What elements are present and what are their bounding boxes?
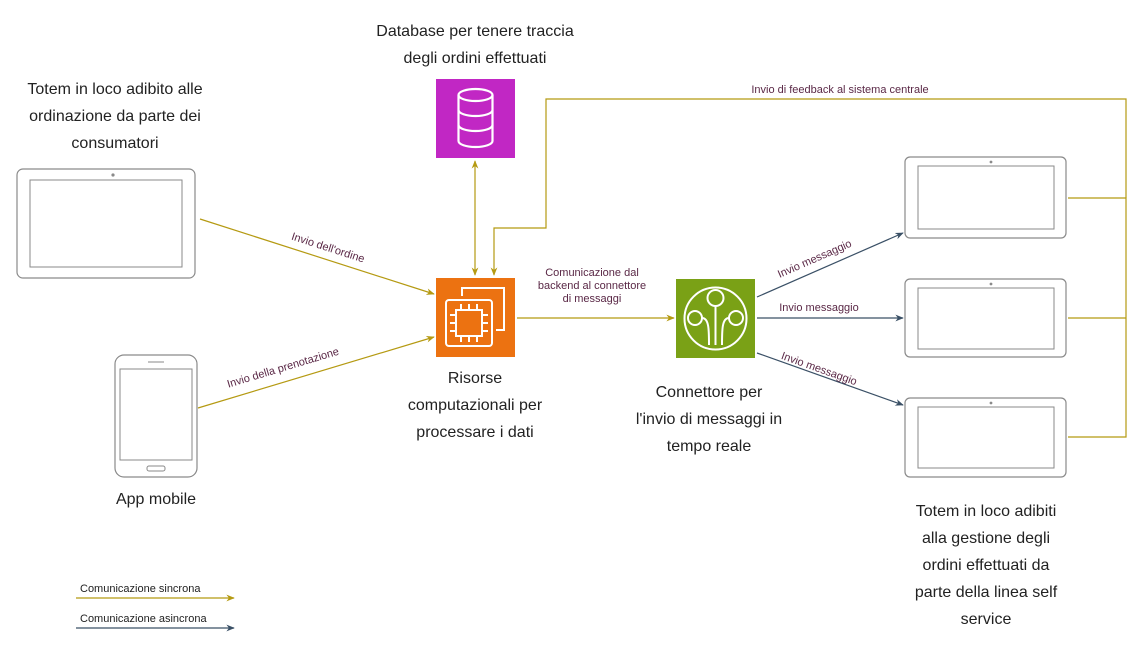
legend-async-label: Comunicazione asincrona [80,613,207,625]
tablet-icon [16,168,196,279]
totem-left-label: Totem in loco adibito alle ordinazione d… [0,76,230,157]
label-line: Database per tenere traccia [376,23,574,40]
totems-right-label: Totem in loco adibiti alla gestione degl… [884,498,1088,633]
message-connector-icon [676,279,755,358]
label-line: alla gestione degli [921,530,1051,547]
label-line: degli ordini effettuati [403,50,547,67]
label-line: parte della linea self [914,584,1058,601]
label-line: service [960,611,1012,628]
label-line: Totem in loco adibiti [915,503,1057,520]
label-line: App mobile [115,491,197,508]
connector-label: Connettore per l'invio di messaggi in te… [600,379,818,460]
label-line: computazionali per [407,397,543,414]
edge-label-booking: Invio della prenotazione [226,346,341,391]
legend: Comunicazione sincrona Comunicazione asi… [76,583,235,632]
database-icon [436,79,515,158]
tablet-icon [904,156,1067,239]
app-mobile-label: App mobile [76,486,236,513]
label-line: Comunicazione dal [545,267,639,279]
label-line: Totem in loco adibito alle [27,81,203,98]
label-line: processare i dati [416,424,534,441]
smartphone-icon [114,354,198,478]
label-line: ordinazione da parte dei [29,108,201,125]
legend-sync-label: Comunicazione sincrona [80,583,201,595]
label-line: di messaggi [562,293,622,305]
label-line: Connettore per [655,384,763,401]
edge-label-backend-to-connector: Comunicazione dal backend al connettore … [522,267,662,306]
cpu-chip-icon [436,278,515,357]
label-line: l'invio di messaggi in [635,411,783,428]
database-label: Database per tenere traccia degli ordini… [345,18,605,72]
compute-label: Risorse computazionali per processare i … [375,365,575,446]
label-line: ordini effettuati da [922,557,1050,574]
edge-label-feedback: Invio di feedback al sistema centrale [751,84,928,96]
label-line: tempo reale [666,438,752,455]
label-line: Risorse [447,370,503,387]
edge-label-msg-2: Invio messaggio [779,302,859,314]
tablet-icon [904,397,1067,478]
tablet-icon [904,278,1067,358]
label-line: backend al connettore [537,280,647,292]
label-line: consumatori [71,135,159,152]
